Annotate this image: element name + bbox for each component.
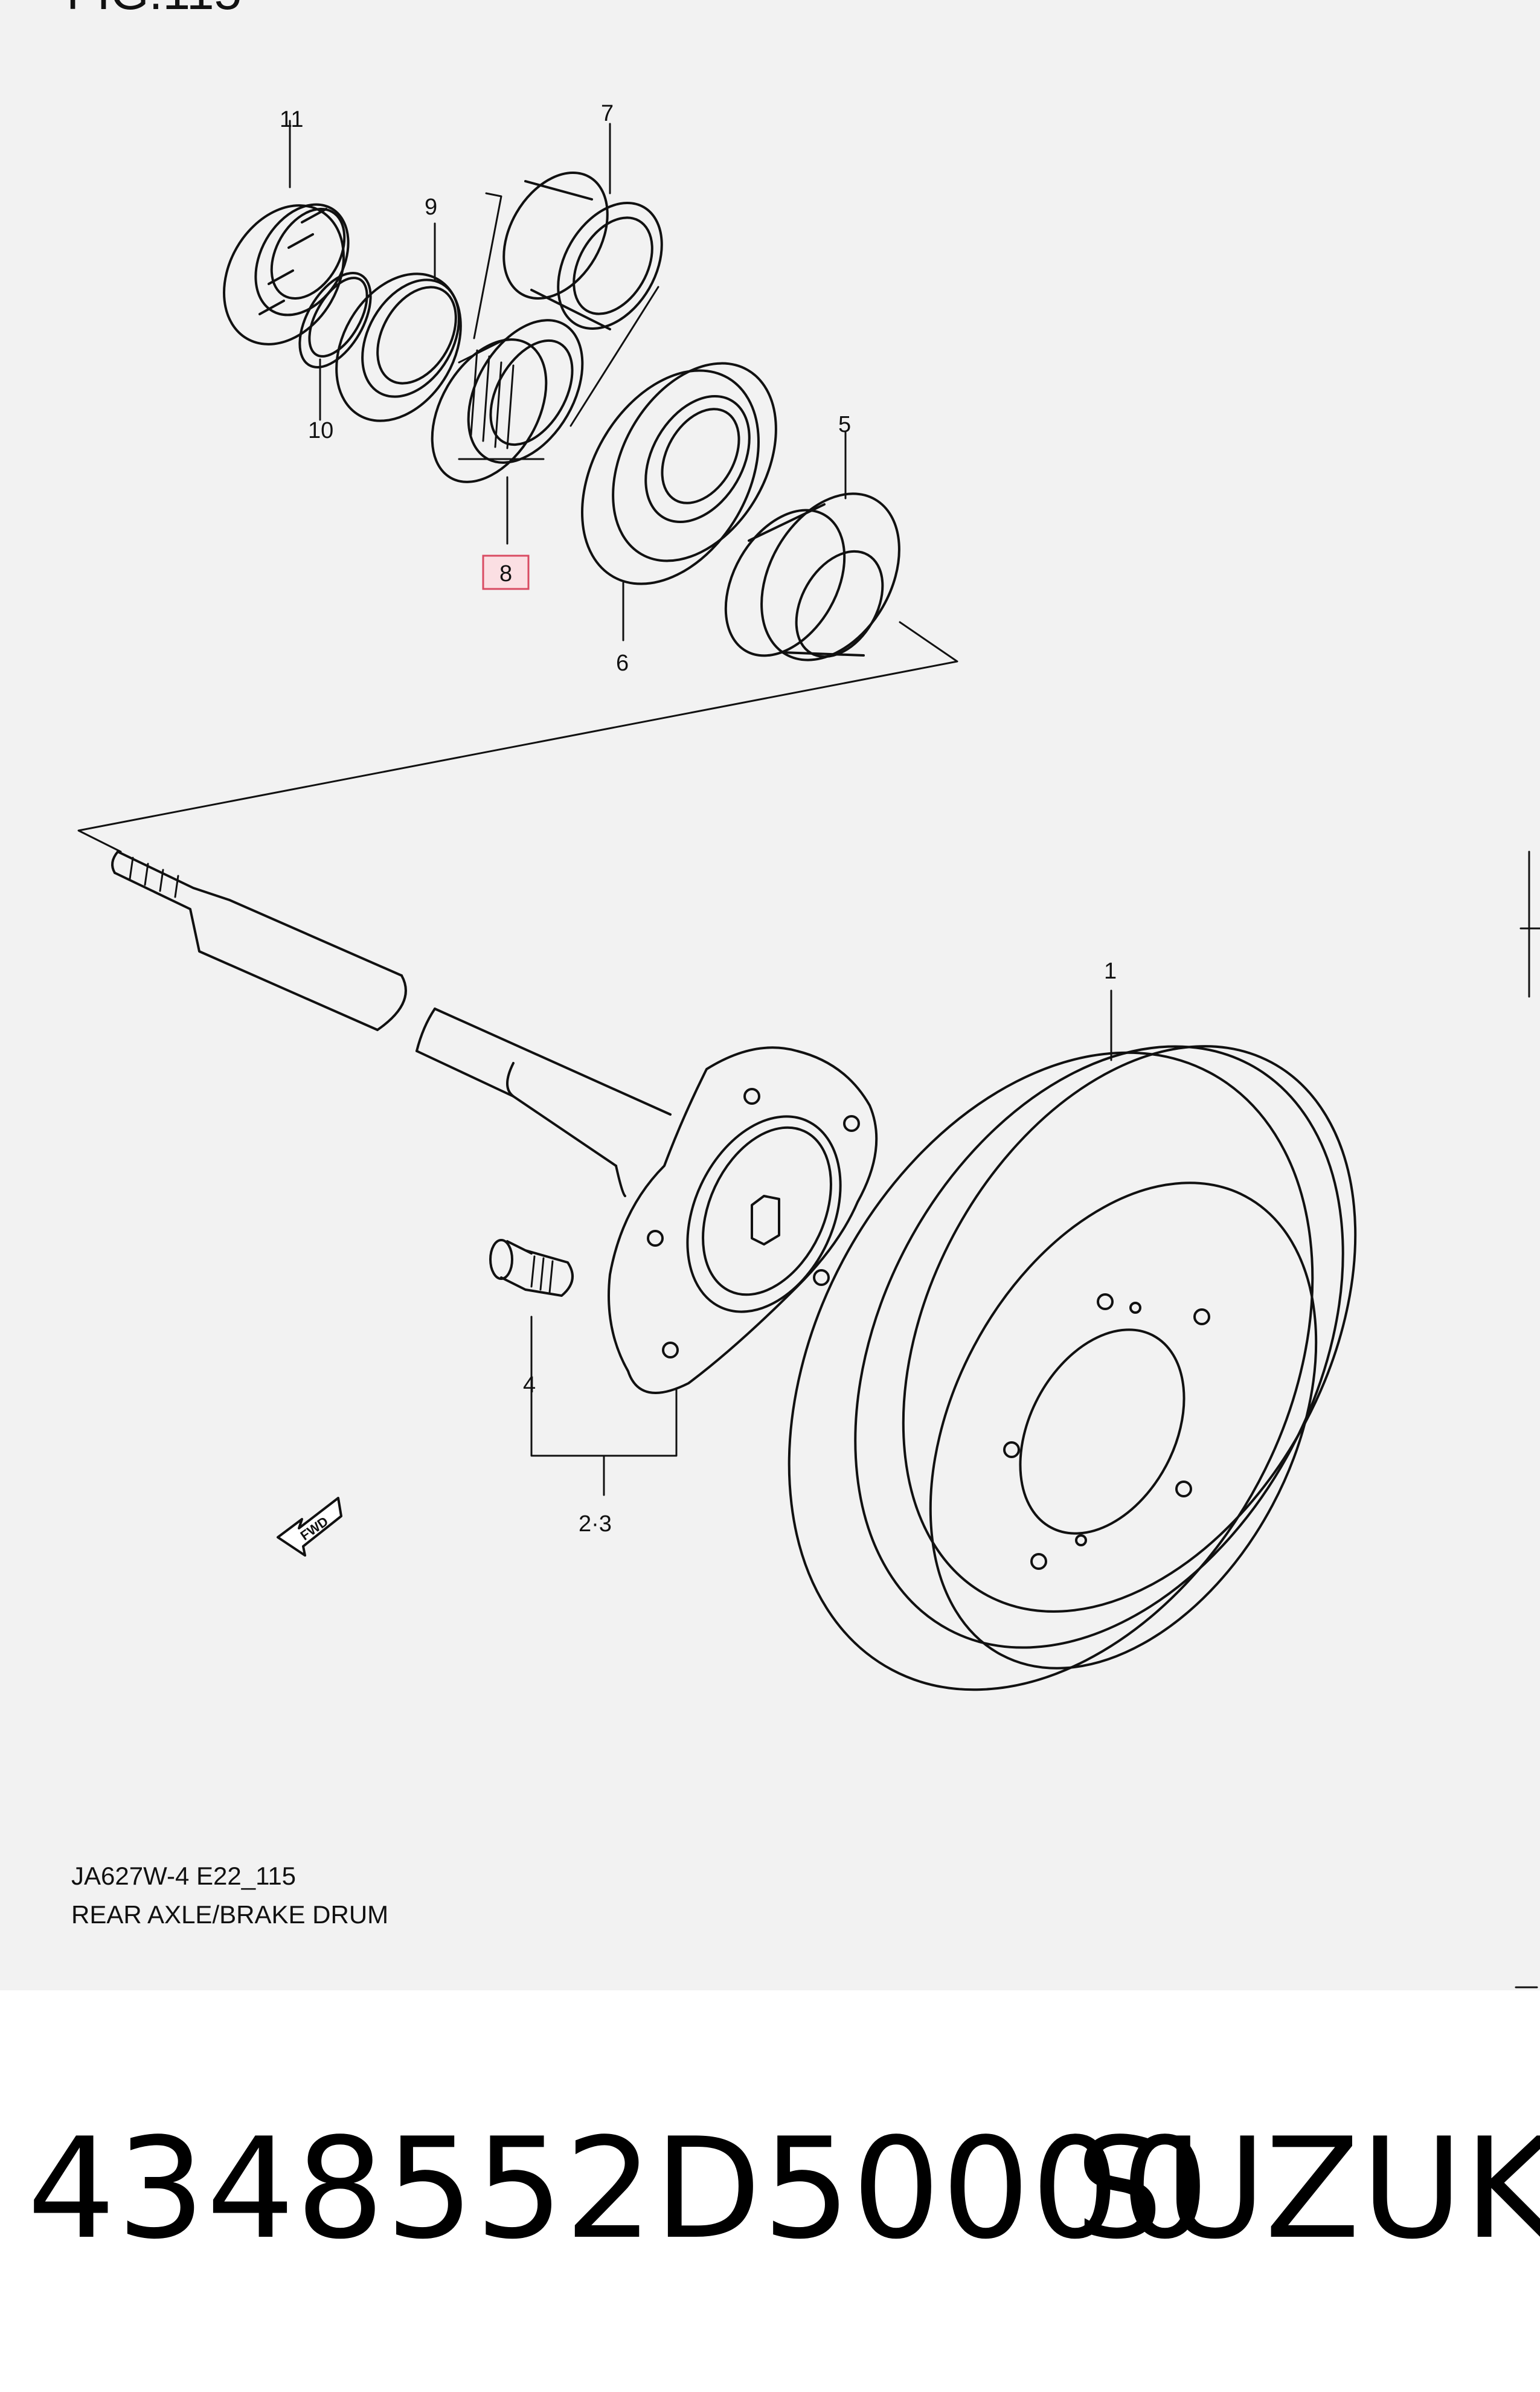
part-9-oil-seal[interactable]	[311, 251, 486, 443]
diagram-panel: 11 7 9 10 8 5 6 1 4 2·3 FWD FIG.115 JA62…	[0, 0, 1540, 1990]
callout-5[interactable]: 5	[838, 412, 851, 437]
callout-10[interactable]: 10	[308, 418, 333, 443]
part-11-seal[interactable]	[200, 184, 368, 365]
part-number: 4348552D50000	[27, 2109, 1211, 2270]
fwd-arrow-icon	[277, 1497, 342, 1557]
part-4-hub-bolt[interactable]	[489, 1239, 574, 1297]
diagram-code: JA627W-4 E22_115	[71, 1862, 297, 1890]
diagram-title: REAR AXLE/BRAKE DRUM	[71, 1900, 389, 1929]
part-1-brake-drum[interactable]	[684, 962, 1447, 1780]
callout-11[interactable]: 11	[280, 107, 303, 132]
callout-2-3[interactable]: 2·3	[579, 1511, 612, 1537]
part-5-retainer[interactable]	[701, 469, 927, 684]
part-8-bearing[interactable]	[409, 300, 606, 502]
part-6-bearing[interactable]	[546, 335, 809, 616]
part-10-snap-ring[interactable]	[285, 262, 385, 379]
part-7-race[interactable]	[483, 155, 683, 347]
callout-8[interactable]: 8	[499, 561, 512, 587]
product-footer	[0, 1990, 1540, 2392]
exploded-parts-diagram: 11 7 9 10 8 5 6 1 4 2·3 FWD FIG.115	[66, 0, 1540, 1989]
brand-name: SUZUKI	[1075, 2109, 1540, 2270]
callout-9[interactable]: 9	[425, 195, 437, 220]
callout-4[interactable]: 4	[523, 1372, 536, 1398]
callout-7[interactable]: 7	[601, 101, 614, 126]
fig-title: FIG.115	[66, 0, 242, 20]
callout-6[interactable]: 6	[616, 651, 629, 676]
callout-1[interactable]: 1	[1104, 959, 1117, 984]
callout-8-highlight[interactable]	[482, 555, 530, 590]
axle-shaft[interactable]	[111, 850, 878, 1394]
